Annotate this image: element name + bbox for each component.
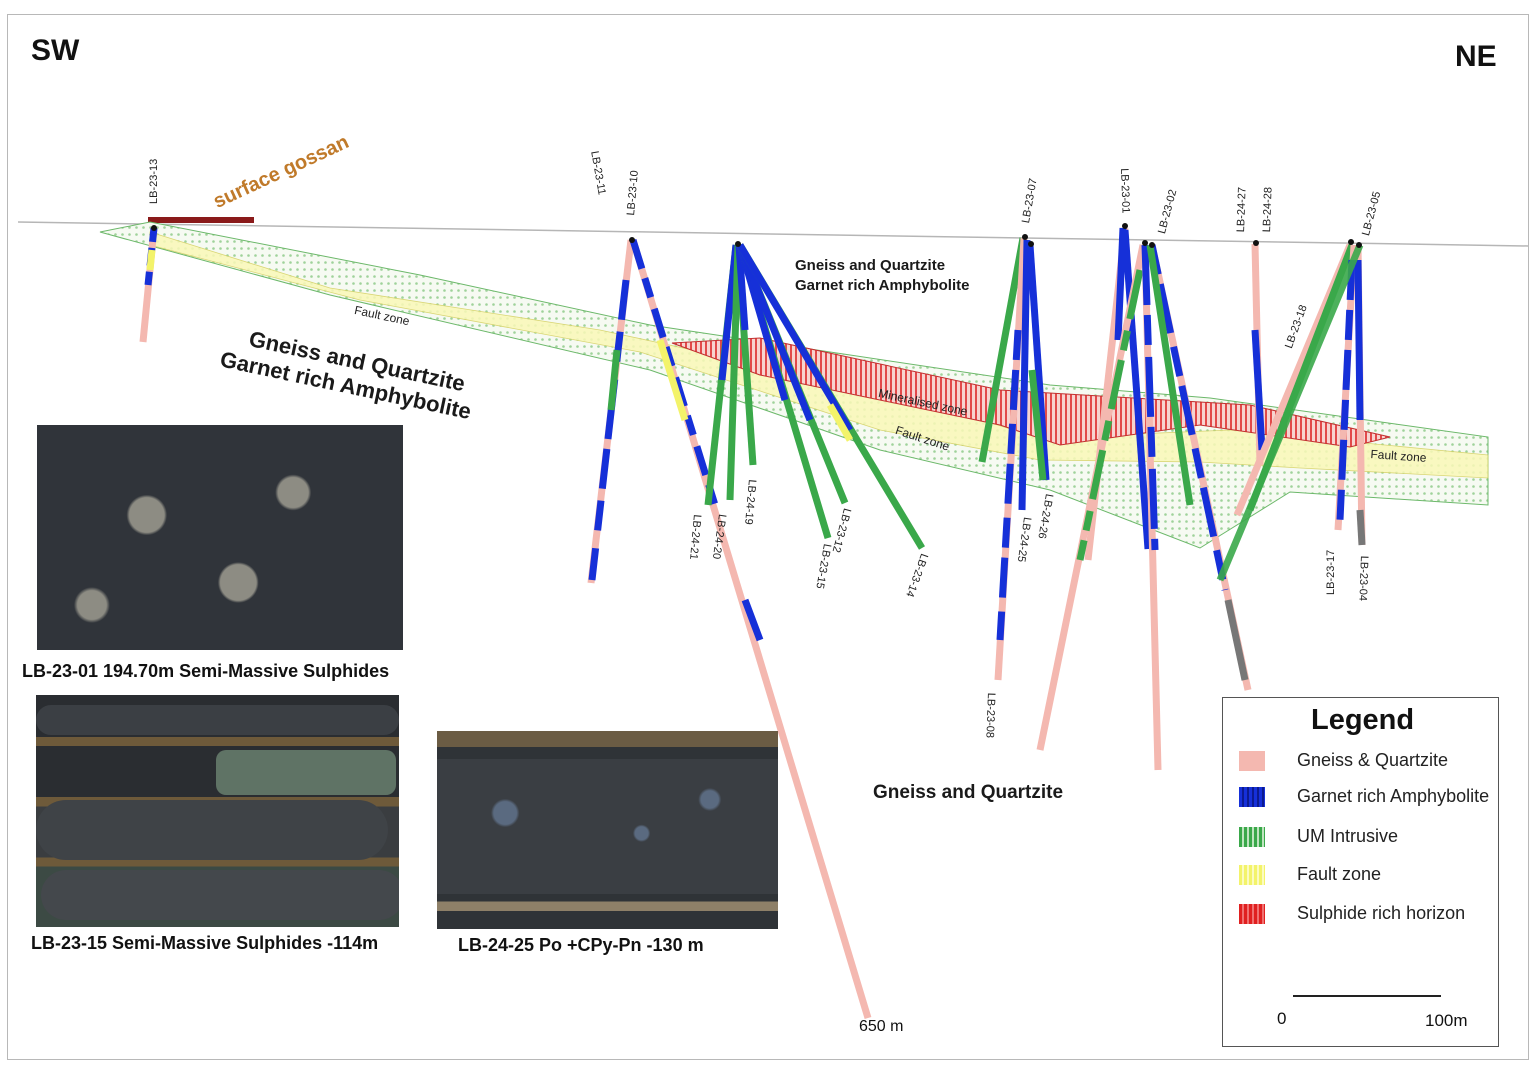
hole-label: LB-23-01 (1118, 168, 1132, 214)
rock-label-upper-right-line1: Gneiss and Quartzite (795, 257, 946, 274)
hole-label: LB-23-13 (148, 158, 160, 204)
hole-label: LB-24-27 (1235, 186, 1249, 233)
surface-line (17, 221, 1529, 247)
hole-label: LB-23-08 (983, 692, 997, 739)
rock-label-upper-right: Gneiss and Quartzite Garnet rich Amphybo… (795, 256, 969, 296)
legend: Legend Gneiss & Quartzite Garnet rich Am… (1222, 697, 1499, 1047)
legend-label: Sulphide rich horizon (1297, 903, 1466, 923)
depth-label: 650 m (859, 1018, 904, 1035)
core-photo-3 (437, 731, 778, 929)
scale-bar (1293, 995, 1441, 997)
legend-swatch-fault-zone (1239, 865, 1265, 885)
core-photo-1 (37, 425, 403, 650)
core-photo-3-caption: LB-24-25 Po +CPy-Pn -130 m (458, 935, 704, 955)
legend-swatch-sulphide (1239, 904, 1265, 924)
legend-swatch-gneiss (1239, 751, 1265, 771)
rock-label-lower: Gneiss and Quartzite (873, 782, 1064, 803)
hole-label: LB-23-17 (1325, 549, 1337, 595)
collar-dots (151, 223, 1362, 248)
legend-label: Garnet rich Amphybolite (1297, 786, 1490, 806)
core-photo-2-caption: LB-23-15 Semi-Massive Sulphides -114m (31, 933, 379, 953)
core-photo-1-caption: LB-23-01 194.70m Semi-Massive Sulphides (22, 661, 390, 681)
direction-sw: SW (31, 34, 80, 67)
legend-title: Legend (1311, 704, 1415, 736)
scale-start-label: 0 (1277, 1009, 1287, 1028)
legend-swatch-amphybolite (1239, 787, 1265, 807)
legend-label: Gneiss & Quartzite (1297, 750, 1449, 770)
legend-label: UM Intrusive (1297, 826, 1399, 846)
hole-label: LB-24-28 (1261, 186, 1275, 233)
direction-ne: NE (1455, 40, 1497, 73)
core-photo-2 (36, 695, 399, 927)
figure-frame (7, 14, 1529, 1060)
hole-label: LB-23-04 (1356, 555, 1370, 602)
drill-holes (139, 227, 1366, 1020)
legend-label: Fault zone (1297, 864, 1382, 884)
rock-label-upper-right-line2: Garnet rich Amphybolite (795, 277, 970, 294)
scale-end-label: 100m (1425, 1011, 1468, 1030)
legend-swatch-um-intrusive (1239, 827, 1265, 847)
surface-gossan-bar (148, 217, 254, 223)
